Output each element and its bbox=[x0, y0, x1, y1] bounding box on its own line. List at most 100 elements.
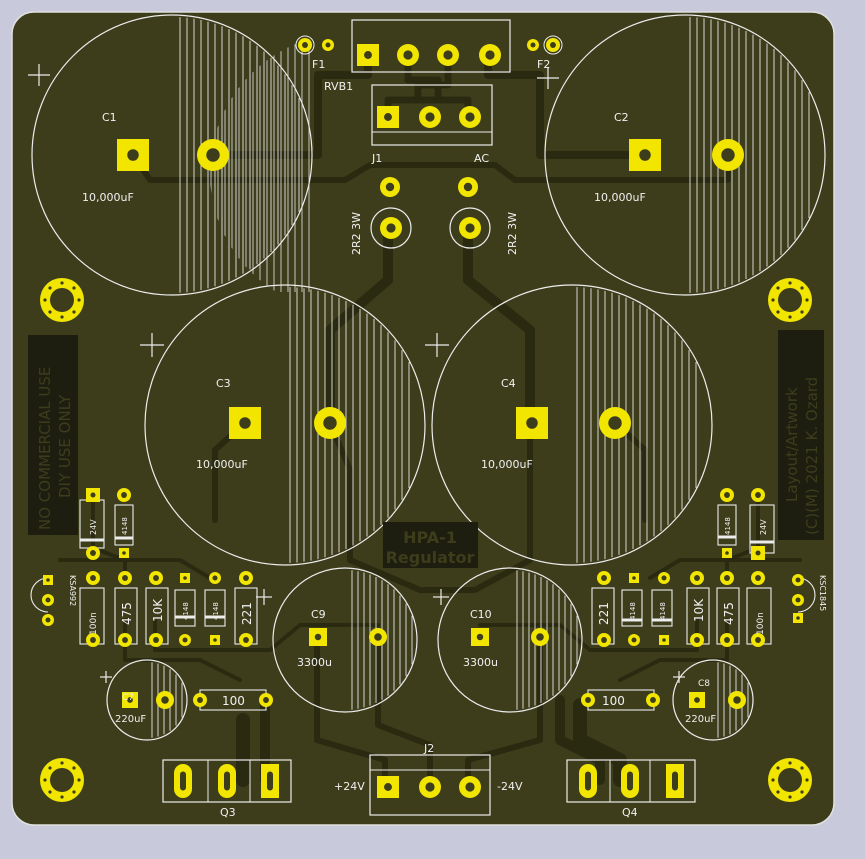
pad-right-100-1 bbox=[581, 693, 595, 707]
pad-j1-3 bbox=[459, 106, 481, 128]
right-credit-line2: (C)(M) 2021 K. Ozard bbox=[803, 377, 821, 535]
capacitor-c4 bbox=[425, 284, 713, 566]
pad-2r2-left-1 bbox=[380, 177, 400, 197]
pad-q4-1 bbox=[579, 764, 597, 798]
pad-left-diode-2 bbox=[119, 548, 129, 558]
pad-right-diode-1 bbox=[720, 488, 734, 502]
connector-j2 bbox=[369, 754, 491, 816]
pad-c3-negative bbox=[314, 407, 346, 439]
pad-c9-negative bbox=[369, 628, 387, 646]
label-right-transistor: KSC1845 bbox=[818, 575, 827, 611]
mounting-hole bbox=[768, 278, 812, 322]
pad-q4-3 bbox=[666, 764, 684, 798]
pad-c9-positive bbox=[309, 628, 327, 646]
label-c3-value: 10,000uF bbox=[196, 458, 248, 471]
mounting-holes bbox=[40, 278, 812, 802]
pad-2r2-right-1 bbox=[458, 177, 478, 197]
trace-mid-rail bbox=[327, 420, 533, 593]
trace-2r2-left-down bbox=[325, 223, 393, 425]
label-ac: AC bbox=[474, 152, 489, 165]
board-subtitle: Regulator bbox=[386, 548, 475, 567]
label-plus24: +24V bbox=[334, 780, 365, 793]
connector-j1 bbox=[371, 84, 493, 146]
label-minus24: -24V bbox=[497, 780, 523, 793]
pad-c1-negative bbox=[197, 139, 229, 171]
connector-rvb1 bbox=[351, 19, 511, 73]
capacitor-c9 bbox=[256, 567, 418, 713]
pad-left-10k-2 bbox=[149, 633, 163, 647]
label-c8-value: 220uF bbox=[685, 714, 716, 725]
pad-right-475-1 bbox=[720, 571, 734, 585]
label-c9: C9 bbox=[311, 608, 326, 621]
pad-left-100n-1 bbox=[86, 571, 100, 585]
pad-c2-negative bbox=[712, 139, 744, 171]
title-block: HPA-1 Regulator bbox=[383, 522, 478, 568]
pad-c2-positive bbox=[629, 139, 661, 171]
fuse-f2-outline bbox=[543, 35, 563, 55]
label-left-10k: 10K bbox=[151, 598, 165, 622]
label-right-221: 221 bbox=[597, 602, 611, 625]
pad-left-100-1 bbox=[193, 693, 207, 707]
label-c1-value: 10,000uF bbox=[82, 191, 134, 204]
label-c2-value: 10,000uF bbox=[594, 191, 646, 204]
label-f2: F2 bbox=[537, 58, 550, 71]
pad-left-zener-2 bbox=[86, 546, 100, 560]
pad-q3-2 bbox=[218, 764, 236, 798]
pad-right-diode-2 bbox=[722, 548, 732, 558]
label-f1: F1 bbox=[312, 58, 325, 71]
pad-right-221-1 bbox=[597, 571, 611, 585]
pad-right-transistor-3 bbox=[793, 613, 803, 623]
pad-left-d-a-2 bbox=[179, 634, 191, 646]
pad-right-d-b-1 bbox=[658, 572, 670, 584]
label-right-d-a: 4148 bbox=[629, 602, 637, 620]
pad-q3-1 bbox=[174, 764, 192, 798]
pad-right-100-2 bbox=[646, 693, 660, 707]
resistor-2r2-left-outline bbox=[370, 207, 412, 249]
pad-c3-positive bbox=[229, 407, 261, 439]
fuse-f1-outline bbox=[295, 35, 315, 55]
trace-right-reg-1 bbox=[725, 493, 760, 582]
pad-right-d-a-1 bbox=[629, 573, 639, 583]
label-c8: C8 bbox=[698, 679, 710, 689]
pad-f1-2 bbox=[322, 39, 334, 51]
pad-left-d-a-1 bbox=[180, 573, 190, 583]
pad-right-transistor-2 bbox=[792, 594, 804, 606]
label-left-diode: 4148 bbox=[121, 517, 129, 535]
pad-c7-positive bbox=[122, 692, 138, 708]
board-title: HPA-1 bbox=[403, 528, 457, 547]
pad-rvb1-3 bbox=[437, 44, 459, 66]
label-c10-value: 3300u bbox=[463, 656, 498, 669]
right-credit-line1: Layout/Artwork bbox=[783, 387, 801, 502]
pad-rvb1-1 bbox=[357, 44, 379, 66]
pad-left-diode-1 bbox=[117, 488, 131, 502]
pad-rvb1-2 bbox=[397, 44, 419, 66]
label-c7: C7 bbox=[122, 693, 134, 703]
mounting-hole bbox=[40, 758, 84, 802]
label-j1: J1 bbox=[371, 152, 382, 165]
label-c9-value: 3300u bbox=[297, 656, 332, 669]
pad-c10-positive bbox=[471, 628, 489, 646]
label-right-diode: 4148 bbox=[724, 517, 732, 535]
pad-j2-1 bbox=[377, 776, 399, 798]
label-2r2-left: 2R2 3W bbox=[350, 212, 363, 255]
pad-right-221-2 bbox=[597, 633, 611, 647]
label-rvb1: RVB1 bbox=[324, 80, 353, 93]
pad-q3-3 bbox=[261, 764, 279, 798]
pad-rvb1-4 bbox=[479, 44, 501, 66]
capacitor-c8 bbox=[672, 659, 754, 741]
pad-j2-3 bbox=[459, 776, 481, 798]
label-j2: J2 bbox=[423, 742, 434, 755]
pad-left-475-2 bbox=[118, 633, 132, 647]
label-q4: Q4 bbox=[622, 806, 638, 819]
pad-left-d-b-1 bbox=[209, 572, 221, 584]
pad-c1-positive bbox=[117, 139, 149, 171]
label-c4: C4 bbox=[501, 377, 516, 390]
label-c3: C3 bbox=[216, 377, 231, 390]
pad-right-zener-1 bbox=[751, 546, 765, 560]
pad-right-d-a-2 bbox=[628, 634, 640, 646]
pad-left-d-b-2 bbox=[210, 635, 220, 645]
pad-j1-1 bbox=[377, 106, 399, 128]
capacitor-c2 bbox=[537, 14, 826, 296]
pad-right-transistor-1 bbox=[792, 574, 804, 586]
pad-right-d-b-2 bbox=[659, 635, 669, 645]
